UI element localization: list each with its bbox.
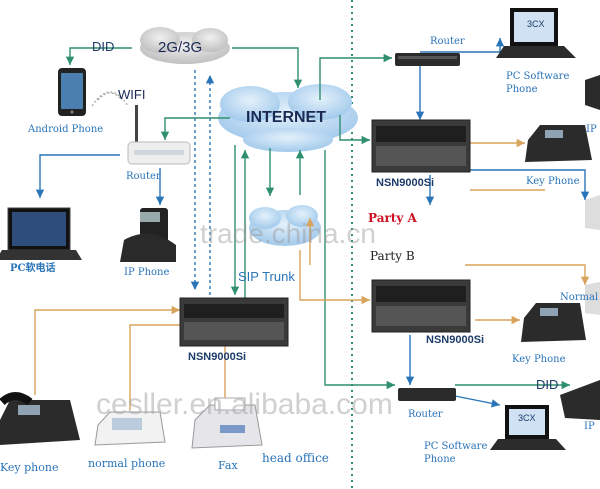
sip-trunk-label: SIP Trunk: [238, 269, 295, 284]
key-phone-right-bottom-label: Key Phone: [512, 354, 566, 365]
normal-phone-label: normal phone: [88, 457, 166, 470]
key-phone-right-top-label: Key Phone: [526, 176, 580, 187]
key-phone-right-top-icon: [525, 125, 592, 162]
android-phone-label: Android Phone: [28, 124, 104, 135]
pc-softphone-left-label: PC软电话: [10, 263, 56, 274]
wifi-label: WIFI: [118, 87, 146, 102]
mobile-network-cloud: [140, 27, 230, 64]
ip-right-top-label: IP: [586, 124, 597, 135]
head-office-label: head office: [262, 451, 329, 465]
nsn-main-pbx-icon: [179, 297, 289, 347]
laptop-right-bottom-icon: [490, 405, 566, 450]
pc-softphone-left-icon: [0, 207, 82, 260]
pc-software-phone-top-label: PC Software Phone: [506, 71, 570, 95]
did-top-label: DID: [92, 39, 115, 54]
ip-right-bottom-label: IP: [584, 421, 595, 432]
nsn-right-a-label: NSN9000Si: [376, 177, 435, 189]
ip-phone-right-edge-icons: [560, 75, 600, 420]
ip-phone-left-label: IP Phone: [124, 267, 170, 278]
normal-right-label: Normal: [560, 292, 599, 303]
key-phone-right-bottom-icon: [521, 303, 586, 342]
fax-label: Fax: [218, 459, 238, 472]
key-phone-left-icon: [0, 392, 80, 445]
wifi-signal-icon: [91, 91, 129, 107]
router-right-bottom-label: Router: [408, 409, 443, 420]
internet-cloud: [218, 84, 358, 152]
router-right-bottom-icon: [398, 388, 456, 401]
mobile-network-label: 2G/3G: [158, 39, 203, 56]
pc-software-phone-bottom-label: PC Software Phone: [424, 441, 488, 465]
ip-phone-left-icon: [120, 208, 176, 262]
nsn-right-a-pbx-icon: [371, 119, 471, 173]
party-a-label: Party A: [368, 211, 417, 225]
key-phone-left-label: Key phone: [0, 461, 59, 474]
router-right-top-icon: [395, 53, 460, 66]
nsn-right-b-label: NSN9000Si: [426, 334, 485, 346]
cesller-watermark: cesller.en.alibaba.com: [96, 388, 393, 421]
router-left-icon: [127, 105, 191, 165]
nsn-right-b-pbx-icon: [371, 279, 471, 333]
fax-machine-icon: [191, 397, 263, 449]
normal-phone-icon: [94, 411, 166, 446]
jcx-top-label: 3CX: [527, 19, 545, 29]
android-phone-icon: [58, 68, 86, 116]
router-right-top-label: Router: [430, 36, 465, 47]
nsn-main-label: NSN9000Si: [188, 351, 247, 363]
internet-label: INTERNET: [246, 109, 326, 126]
trade-watermark: trade.china.cn: [200, 218, 376, 249]
did-bottom-label: DID: [536, 377, 559, 392]
router-left-label: Router: [126, 171, 161, 182]
jcx-bottom-label: 3CX: [518, 413, 536, 423]
laptop-right-top-icon: [496, 8, 576, 58]
party-b-label: Party B: [370, 249, 415, 263]
